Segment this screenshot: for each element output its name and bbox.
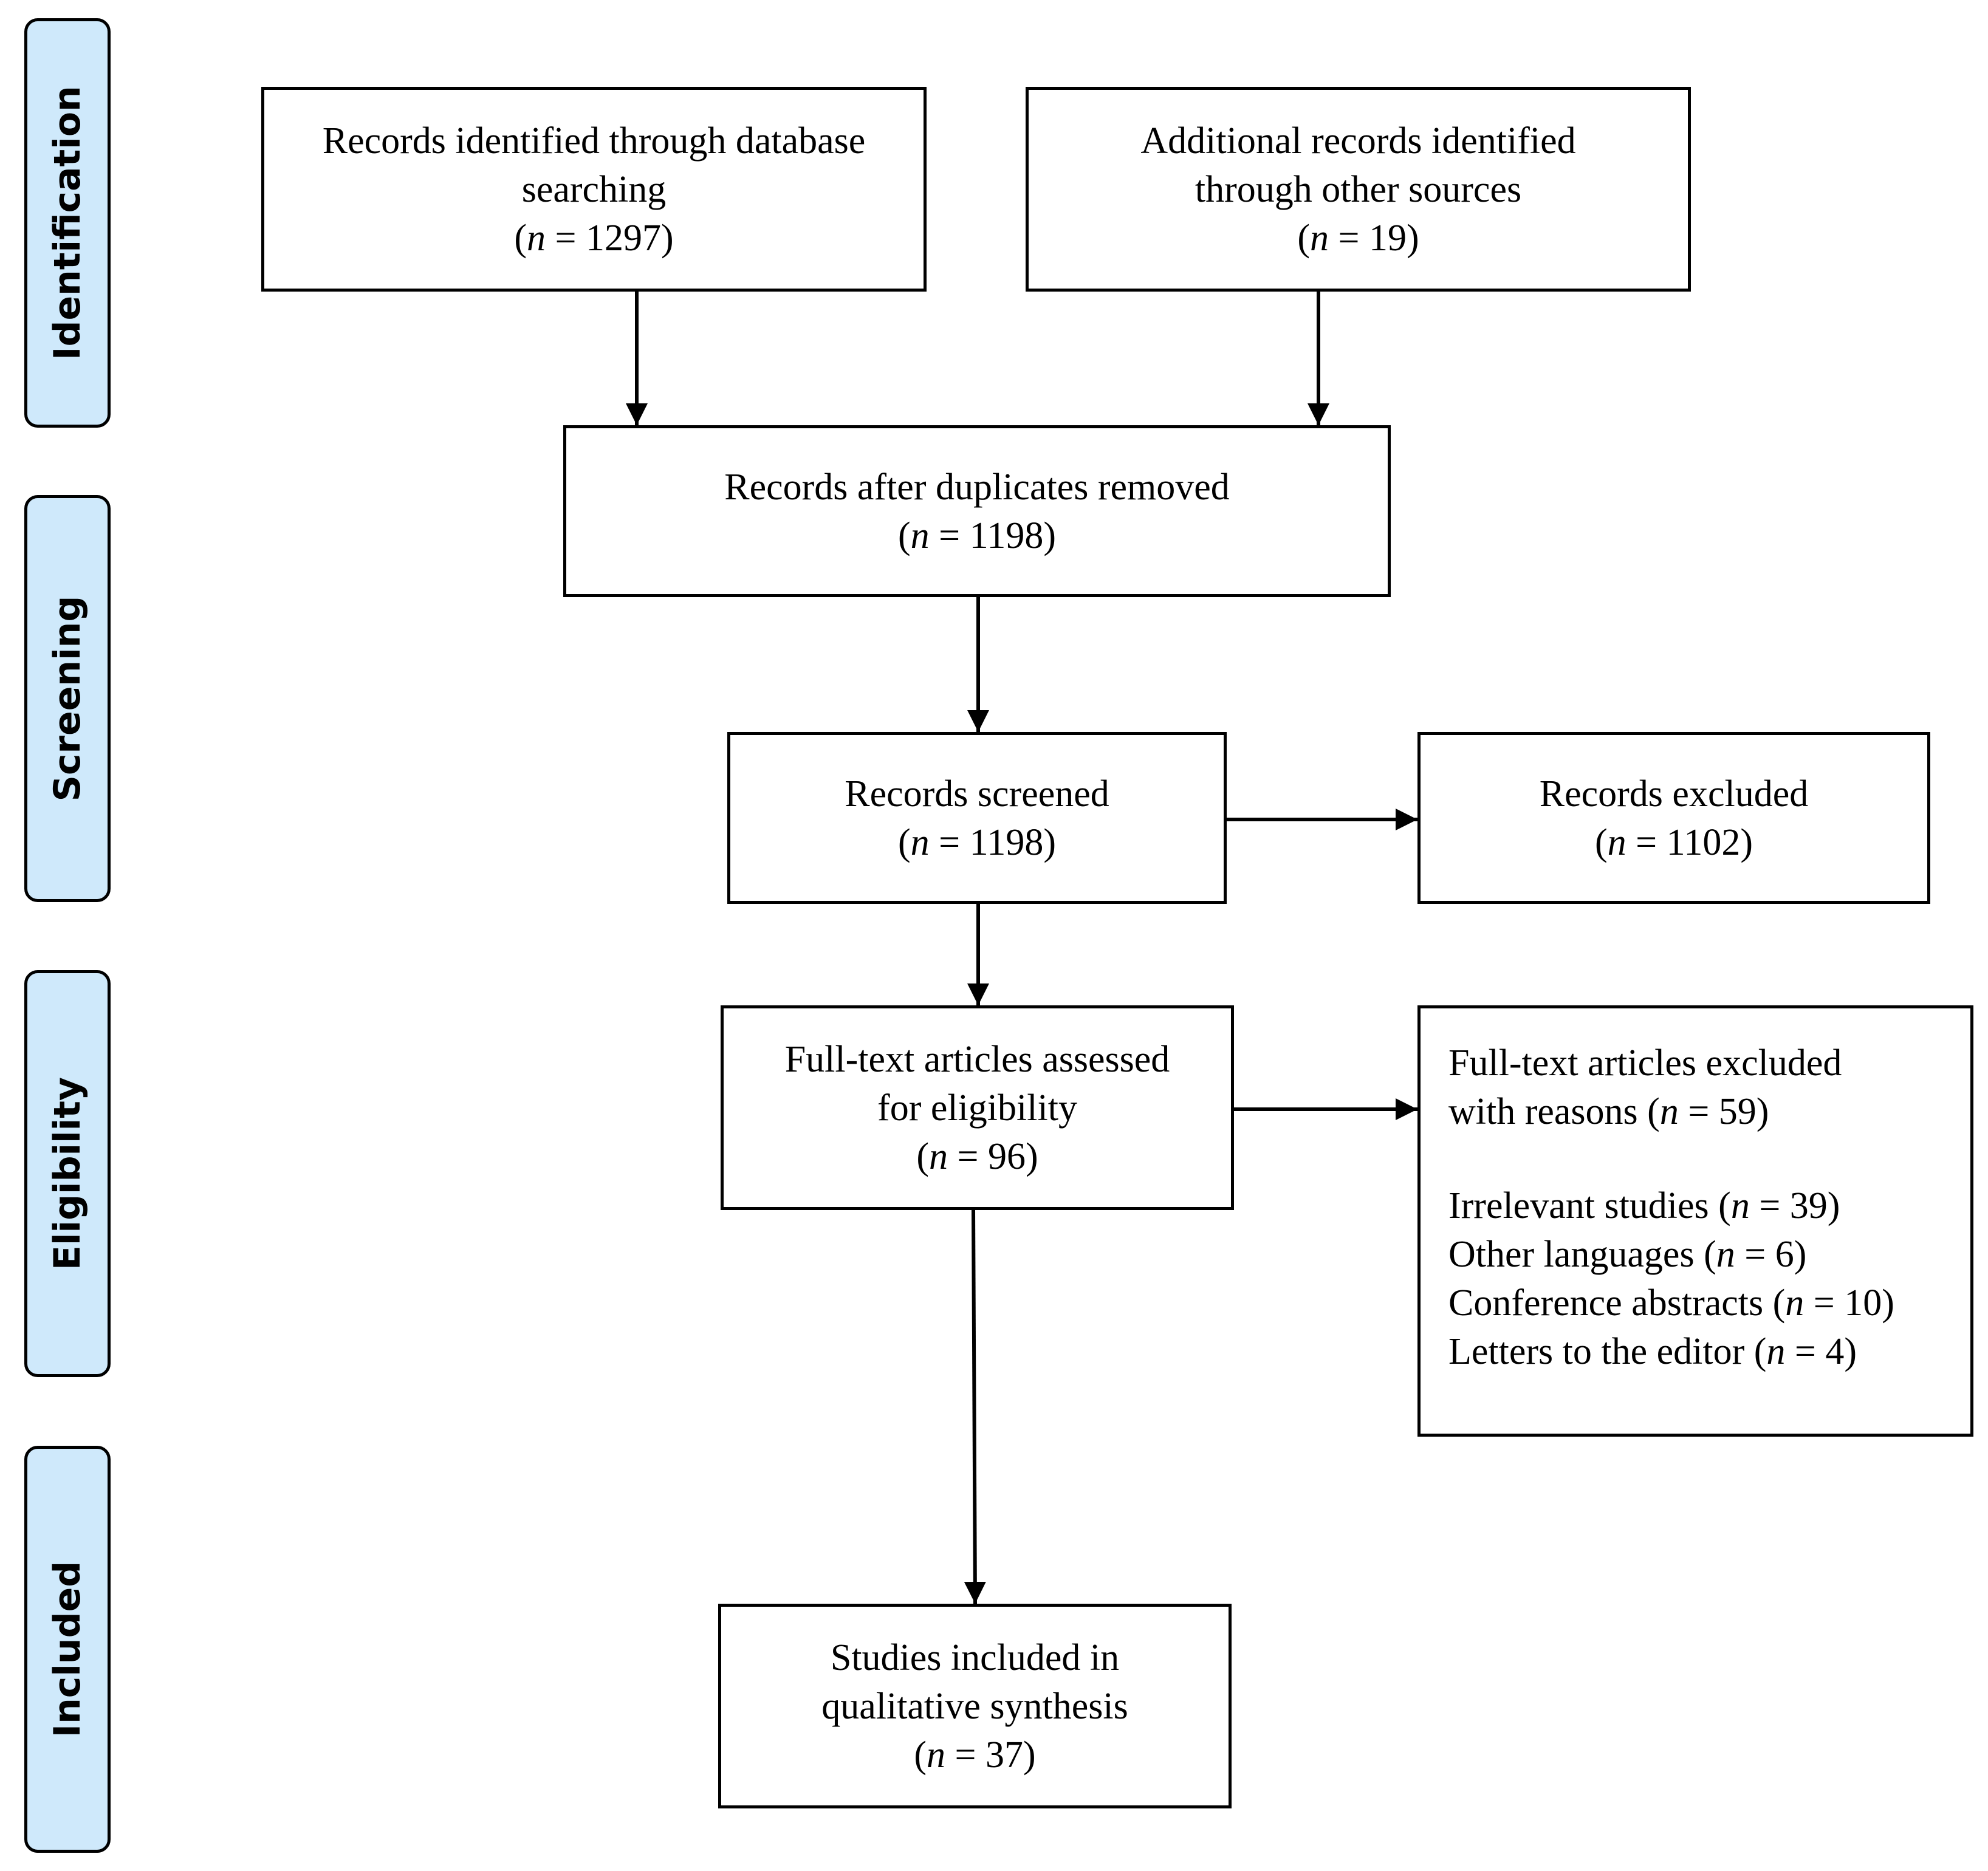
n-value: = 1198) (929, 515, 1056, 556)
box-text-line: Full-text articles excluded (1448, 1042, 1842, 1084)
box-count: (n = 1102) (1595, 821, 1753, 863)
n-variable: n (1310, 217, 1329, 259)
box-records-excluded: Records excluded (n = 1102) (1417, 732, 1930, 904)
box-text-line: qualitative synthesis (821, 1685, 1128, 1727)
box-count: (n = 96) (916, 1135, 1038, 1177)
box-count: (n = 1198) (898, 821, 1056, 863)
box-other-sources: Additional records identified through ot… (1026, 87, 1691, 292)
n-value: = 4) (1785, 1331, 1857, 1372)
n-variable: n (1766, 1331, 1786, 1372)
n-variable: n (927, 1734, 946, 1776)
box-text-line: Records identified through database (322, 120, 866, 162)
reason-label: Irrelevant studies ( (1448, 1185, 1731, 1226)
box-text-line: Additional records identified (1140, 120, 1576, 162)
box-records-screened: Records screened (n = 1198) (727, 732, 1227, 904)
n-value: = 1102) (1626, 821, 1753, 863)
box-full-text-assessed: Full-text articles assessed for eligibil… (721, 1005, 1234, 1210)
n-value: = 37) (945, 1734, 1036, 1776)
n-variable: n (527, 217, 546, 259)
reason-label: Letters to the editor ( (1448, 1331, 1767, 1372)
phase-included: Included (24, 1446, 111, 1853)
box-text-line: Studies included in (830, 1637, 1120, 1678)
n-value: = 1297) (546, 217, 674, 259)
n-value: = 39) (1749, 1185, 1840, 1226)
exclusion-reason: Irrelevant studies (n = 39) (1448, 1182, 1840, 1230)
phase-screening: Screening (24, 495, 111, 902)
box-text-line: Records after duplicates removed (724, 466, 1230, 508)
box-text-line: through other sources (1195, 168, 1522, 210)
phase-eligibility: Eligibility (24, 970, 111, 1377)
n-value: = 96) (948, 1135, 1038, 1177)
box-studies-included: Studies included in qualitative synthesi… (718, 1604, 1232, 1808)
exclusion-reason: Conference abstracts (n = 10) (1448, 1279, 1894, 1327)
phase-identification: Identification (24, 18, 111, 428)
n-value: = 19) (1329, 217, 1419, 259)
n-value: = 6) (1735, 1234, 1807, 1275)
box-text-line: Full-text articles assessed (784, 1038, 1170, 1080)
n-value: = 10) (1804, 1282, 1894, 1324)
box-text-line: searching (521, 168, 667, 210)
box-count: (n = 1297) (514, 217, 674, 259)
exclusion-reason: Letters to the editor (n = 4) (1448, 1327, 1857, 1376)
box-count: (n = 19) (1297, 217, 1419, 259)
n-variable: n (1607, 821, 1626, 863)
n-value: = 59) (1678, 1091, 1769, 1132)
n-variable: n (1659, 1091, 1679, 1132)
reason-label: Conference abstracts ( (1448, 1282, 1786, 1324)
n-value: = 1198) (929, 821, 1056, 863)
n-variable: n (929, 1135, 948, 1177)
n-variable: n (1716, 1234, 1735, 1275)
n-variable: n (1785, 1282, 1805, 1324)
arrow-assessed-to-included (964, 1209, 986, 1604)
box-text-line: Records excluded (1539, 773, 1809, 815)
box-count: (n = 1198) (898, 515, 1056, 556)
box-count: (n = 37) (914, 1734, 1036, 1776)
n-variable: n (910, 821, 930, 863)
n-variable: n (1730, 1185, 1750, 1226)
box-after-duplicates: Records after duplicates removed (n = 11… (563, 425, 1391, 597)
box-text-line: for eligibility (877, 1087, 1077, 1129)
n-variable: n (910, 515, 930, 556)
box-database-records: Records identified through database sear… (261, 87, 927, 292)
box-full-text-excluded: Full-text articles excluded with reasons… (1417, 1005, 1973, 1437)
reasons-prefix: with reasons ( (1448, 1091, 1660, 1132)
exclusion-reason: Other languages (n = 6) (1448, 1230, 1806, 1279)
box-count: with reasons (n = 59) (1448, 1087, 1769, 1136)
reason-label: Other languages ( (1448, 1234, 1716, 1275)
box-text-line: Records screened (845, 773, 1109, 815)
